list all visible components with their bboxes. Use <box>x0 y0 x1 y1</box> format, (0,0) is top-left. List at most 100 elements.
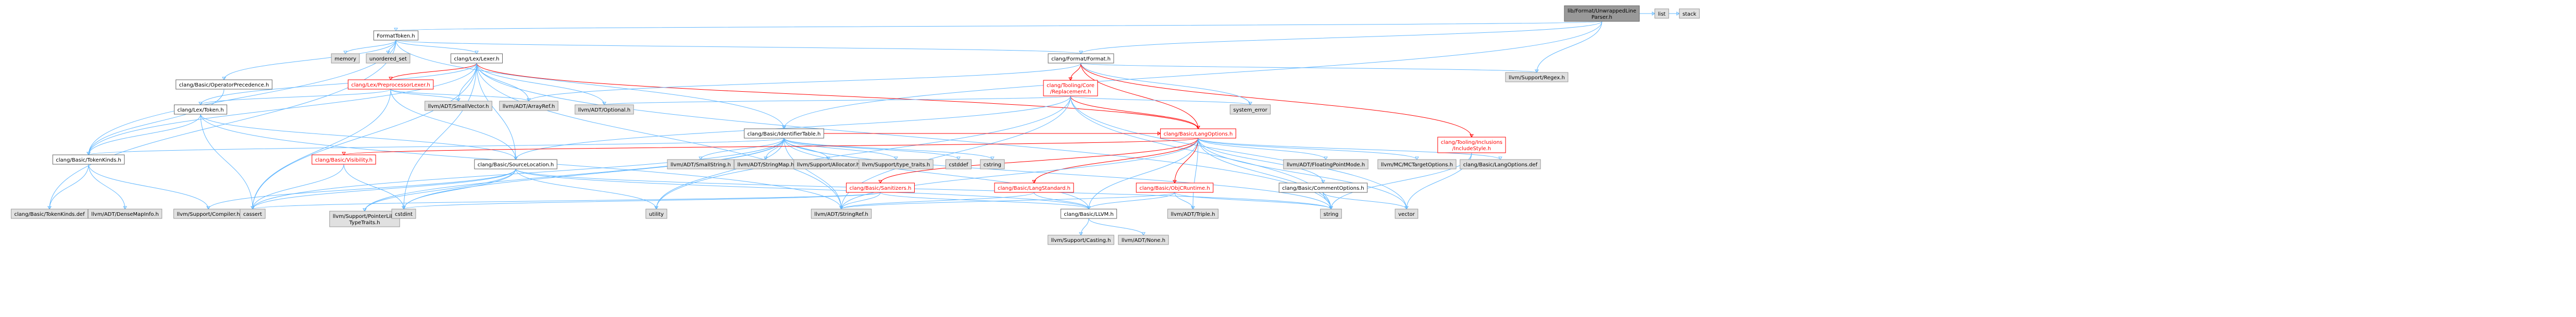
edge-llvm-to-casting <box>1079 218 1089 236</box>
node-box <box>994 182 1074 193</box>
edge-lexer-to-srcloc <box>476 63 518 160</box>
node-label: clang/Basic/TokenKinds.h <box>56 157 121 163</box>
node-inclstyle[interactable]: clang/Tooling/Inclusions/IncludeStyle.h <box>1437 137 1506 153</box>
edge-formattoken-to-identtable <box>395 40 786 129</box>
node-box <box>331 53 360 64</box>
edge-objcrt-to-string <box>1174 192 1333 210</box>
node-label: llvm/ADT/DenseMapInfo.h <box>91 212 159 217</box>
node-mctarget: llvm/MC/MCTargetOptions.h <box>1377 159 1457 169</box>
node-format[interactable]: clang/Format/Format.h <box>1048 53 1114 64</box>
node-langopts[interactable]: clang/Basic/LangOptions.h <box>1160 128 1236 139</box>
node-box <box>347 79 434 90</box>
node-box <box>1118 235 1169 245</box>
edge-format-to-replacement <box>1068 63 1081 81</box>
node-opprec[interactable]: clang/Basic/OperatorPrecedence.h <box>176 79 272 90</box>
node-box <box>1043 80 1098 96</box>
node-box <box>173 104 228 115</box>
node-label: clang/Basic/OperatorPrecedence.h <box>179 82 269 88</box>
edge-srcloc-to-cassert <box>251 168 516 210</box>
node-tokenkinds[interactable]: clang/Basic/TokenKinds.h <box>52 154 125 165</box>
edge-format-to-arrayref <box>527 63 1081 102</box>
node-replacement[interactable]: clang/Tooling/Core/Replacement.h <box>1043 80 1098 96</box>
node-label: cstddef <box>949 162 968 168</box>
node-objcrt[interactable]: clang/Basic/ObjCRuntime.h <box>1136 182 1214 193</box>
node-visibility[interactable]: clang/Basic/Visibility.h <box>312 154 376 165</box>
node-box <box>645 209 667 219</box>
node-label: clang/Tooling/Core <box>1047 83 1094 89</box>
node-system_error: system_error <box>1229 104 1271 115</box>
edge-sanitizers-to-cstdint <box>402 192 881 210</box>
node-box <box>1377 159 1457 169</box>
node-box <box>846 182 915 193</box>
node-utility: utility <box>645 209 667 219</box>
node-identtable[interactable]: clang/Basic/IdentifierTable.h <box>744 128 824 139</box>
edges-layer <box>47 11 1680 236</box>
node-pplexer[interactable]: clang/Lex/PreprocessorLexer.h <box>347 79 434 90</box>
edge-root-to-identtable <box>782 21 1602 129</box>
node-fpmode: llvm/ADT/FloatingPointMode.h <box>1283 159 1368 169</box>
node-label: llvm/ADT/Optional.h <box>578 107 630 113</box>
node-cstdint: cstdint <box>391 209 416 219</box>
edge-lexer-to-pplexer <box>389 63 477 80</box>
edge-commentopts-to-string <box>1323 192 1333 210</box>
node-label: clang/Lex/PreprocessorLexer.h <box>351 82 430 88</box>
node-box <box>312 154 376 165</box>
node-box <box>1395 209 1418 219</box>
edge-objcrt-to-llvm <box>1087 192 1175 210</box>
edge-opprec-to-tokenkinds <box>86 89 225 155</box>
node-regex: llvm/Support/Regex.h <box>1505 72 1569 82</box>
edge-formattoken-to-lexer <box>395 40 479 54</box>
node-box <box>1048 53 1114 64</box>
node-formattoken[interactable]: FormatToken.h <box>373 30 419 41</box>
edge-langopts-to-langstd <box>1032 138 1199 184</box>
node-langoptsdef: clang/Basic/LangOptions.def <box>1460 159 1541 169</box>
node-box <box>451 53 503 64</box>
node-lextoken[interactable]: clang/Lex/Token.h <box>173 104 228 115</box>
node-smallvector: llvm/ADT/SmallVector.h <box>425 101 492 111</box>
node-label: cassert <box>243 212 262 217</box>
edge-format-to-langopts <box>1080 63 1200 129</box>
node-lexer[interactable]: clang/Lex/Lexer.h <box>451 53 503 64</box>
node-box <box>1679 8 1700 19</box>
node-box <box>391 209 416 219</box>
node-box <box>1654 8 1669 19</box>
node-label: unordered_set <box>369 56 407 62</box>
node-cstring: cstring <box>980 159 1005 169</box>
node-densemapinfo: llvm/ADT/DenseMapInfo.h <box>88 209 163 219</box>
node-label: llvm/ADT/StringRef.h <box>814 212 868 217</box>
node-compiler: llvm/Support/Compiler.h <box>173 209 244 219</box>
edge-root-to-format <box>1079 21 1602 54</box>
edge-lextoken-to-cassert <box>200 114 255 210</box>
node-sanitizers[interactable]: clang/Basic/Sanitizers.h <box>846 182 915 193</box>
node-langstd[interactable]: clang/Basic/LangStandard.h <box>994 182 1074 193</box>
node-commentopts[interactable]: clang/Basic/CommentOptions.h <box>1278 182 1368 193</box>
node-label: llvm/ADT/SmallString.h <box>670 162 731 168</box>
node-label: clang/Basic/CommentOptions.h <box>1282 186 1364 191</box>
node-label: llvm/Support/Regex.h <box>1509 75 1565 81</box>
edge-pplexer-to-lextoken <box>198 89 391 105</box>
node-srcloc[interactable]: clang/Basic/SourceLocation.h <box>474 159 557 169</box>
node-llvm[interactable]: clang/Basic/LLVM.h <box>1060 209 1117 219</box>
node-unordered_set: unordered_set <box>366 53 410 64</box>
edge-replacement-to-langopts <box>1070 95 1200 129</box>
edge-pplexer-to-cassert <box>251 89 391 210</box>
node-label: clang/Tooling/Inclusions <box>1441 140 1502 145</box>
node-box <box>1564 5 1640 22</box>
edge-identtable-to-typetraits <box>783 138 898 160</box>
node-typetraits: llvm/Support/type_traits.h <box>858 159 934 169</box>
edge-commentopts-to-vector <box>1323 192 1409 210</box>
node-box <box>373 30 419 41</box>
node-label: memory <box>334 56 356 62</box>
edge-langopts-to-langoptsdef <box>1198 138 1502 160</box>
node-box <box>1505 72 1569 82</box>
edge-root-to-formattoken <box>394 21 1602 31</box>
node-box <box>667 159 735 169</box>
node-label: /IncludeStyle.h <box>1452 146 1491 152</box>
node-box <box>329 211 400 227</box>
node-label: clang/Format/Format.h <box>1051 56 1111 62</box>
node-box <box>1048 235 1114 245</box>
node-tokenkindsdef: clang/Basic/TokenKinds.def <box>10 209 89 219</box>
